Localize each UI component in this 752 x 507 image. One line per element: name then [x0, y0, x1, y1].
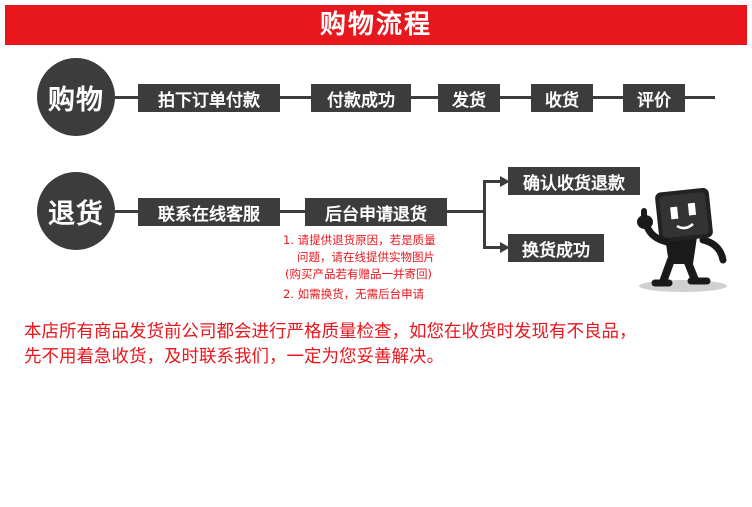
- mascot-figure: [637, 187, 727, 292]
- return-note-line-3: (购买产品若有赠品一并寄回): [285, 267, 432, 281]
- return-branch-bottom-arrow: [500, 242, 510, 253]
- return-note-line-4: 2. 如需换货，无需后台申请: [283, 287, 425, 301]
- return-flow-line: [115, 210, 485, 213]
- quality-notice: 本店所有商品发货前公司都会进行严格质量检查，如您在收货时发现有不良品， 先不用着…: [24, 320, 744, 370]
- purchase-step-received: 收货: [531, 84, 593, 112]
- purchase-circle: 购物: [37, 58, 115, 136]
- return-branch-top-arrow: [500, 176, 510, 187]
- return-step-contact-service: 联系在线客服: [138, 198, 280, 226]
- return-note-line-1: 1. 请提供退货原因，若是质量: [283, 233, 436, 247]
- return-branch-exchange: 换货成功: [508, 234, 604, 262]
- quality-notice-line-2: 先不用着急收货，及时联系我们，一定为您妥善解决。: [24, 347, 444, 367]
- page-title: 购物流程: [5, 5, 747, 45]
- return-circle: 退货: [37, 172, 115, 250]
- return-branch-refund: 确认收货退款: [508, 167, 640, 195]
- purchase-step-place-order: 拍下订单付款: [138, 84, 280, 112]
- return-branch-vertical: [483, 180, 486, 249]
- purchase-step-shipped: 发货: [438, 84, 500, 112]
- return-step-apply-return: 后台申请退货: [305, 198, 447, 226]
- purchase-step-review: 评价: [623, 84, 685, 112]
- return-notes: 1. 请提供退货原因，若是质量 问题，请在线提供实物图片 (购买产品若有赠品一并…: [283, 232, 483, 303]
- purchase-step-paid: 付款成功: [311, 84, 411, 112]
- return-note-line-2: 问题，请在线提供实物图片: [297, 250, 435, 264]
- return-branch-bottom: [483, 246, 503, 249]
- purchase-flow-line: [115, 96, 715, 99]
- quality-notice-line-1: 本店所有商品发货前公司都会进行严格质量检查，如您在收货时发现有不良品，: [24, 322, 637, 342]
- return-branch-top: [483, 180, 503, 183]
